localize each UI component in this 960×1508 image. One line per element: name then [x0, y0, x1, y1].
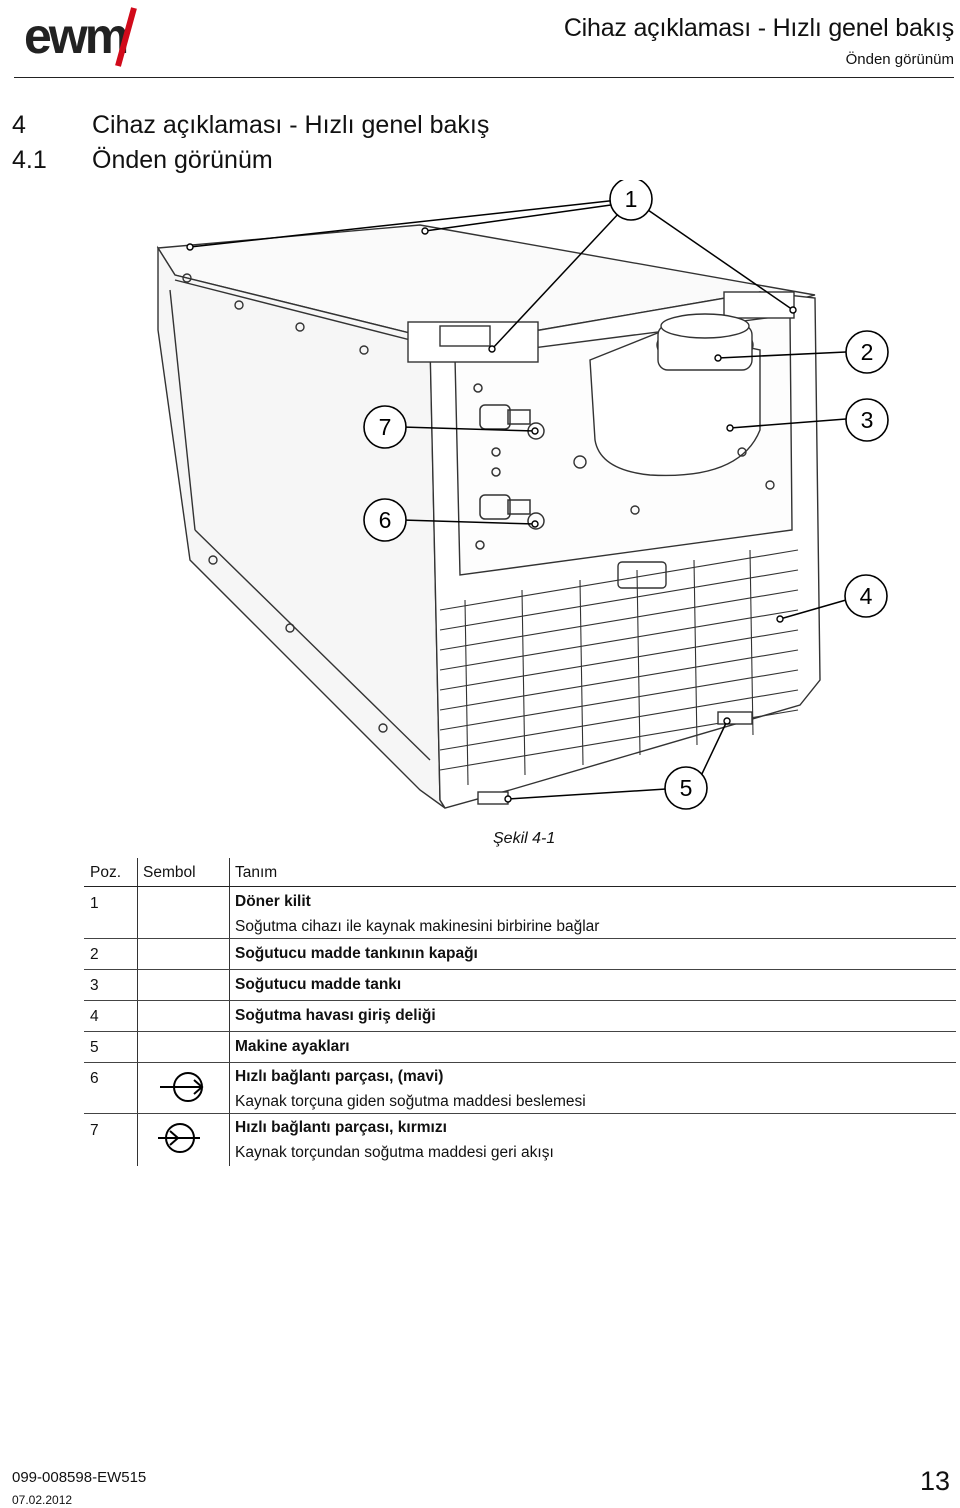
- figure-caption: Şekil 4-1: [493, 830, 556, 847]
- row-title: Hızlı bağlantı parçası, kırmızı: [235, 1119, 447, 1136]
- chapter-title: Cihaz açıklaması - Hızlı genel bakış: [92, 111, 490, 139]
- table-row: 1 Döner kilit Soğutma cihazı ile kaynak …: [84, 887, 956, 939]
- subsection-number: 4.1: [12, 146, 47, 174]
- chapter-heading: 4 Cihaz açıklaması - Hızlı genel bakış: [12, 111, 489, 140]
- header-symbol: Sembol: [143, 864, 196, 881]
- row-title: Soğutma havası giriş deliği: [235, 1007, 436, 1024]
- header-divider: [14, 77, 954, 78]
- callout-3: 3: [861, 407, 874, 433]
- callout-1: 1: [625, 186, 638, 212]
- row-poz: 2: [90, 946, 99, 963]
- table-row: 7 Hızlı bağlantı parçası, kırmızı Kaynak…: [84, 1114, 956, 1166]
- svg-text:ewm: ewm: [24, 8, 127, 64]
- row-poz: 7: [90, 1122, 99, 1139]
- header-poz: Poz.: [90, 864, 122, 881]
- ewm-logo: ewm: [24, 7, 137, 67]
- coolant-return-icon: [158, 1123, 200, 1153]
- row-title: Hızlı bağlantı parçası, (mavi): [235, 1068, 444, 1085]
- row-poz: 1: [90, 895, 99, 912]
- header-subtitle: Önden görünüm: [845, 51, 954, 68]
- document-date: 07.02.2012: [12, 1493, 73, 1507]
- callout-4: 4: [860, 583, 873, 609]
- row-poz: 5: [90, 1039, 99, 1056]
- device-front-view-illustration: 1 2 3 4 5 7 6: [156, 180, 889, 810]
- callout-7: 7: [379, 414, 392, 440]
- row-title: Soğutucu madde tankı: [235, 976, 402, 993]
- callout-2: 2: [861, 339, 874, 365]
- row-poz: 6: [90, 1070, 99, 1087]
- row-title: Makine ayakları: [235, 1038, 350, 1055]
- subsection-title: Önden görünüm: [92, 146, 273, 174]
- subsection-heading: 4.1 Önden görünüm: [12, 146, 273, 175]
- table-row: 6 Hızlı bağlantı parçası, (mavi) Kaynak …: [84, 1063, 956, 1114]
- legend-table: Poz. Sembol Tanım 1 Döner kilit Soğutma …: [84, 858, 956, 1166]
- row-poz: 3: [90, 977, 99, 994]
- coolant-outlet-icon: [160, 1072, 204, 1102]
- page-number: 13: [919, 1466, 950, 1496]
- callout-6: 6: [379, 507, 392, 533]
- row-title: Döner kilit: [235, 893, 311, 910]
- row-detail: Kaynak torçundan soğutma maddesi geri ak…: [235, 1144, 554, 1161]
- chapter-number: 4: [12, 111, 26, 139]
- header-description: Tanım: [235, 864, 278, 881]
- row-detail: Kaynak torçuna giden soğutma maddesi bes…: [235, 1093, 586, 1110]
- column-divider: [229, 858, 230, 1166]
- header-title: Cihaz açıklaması - Hızlı genel bakış: [563, 14, 954, 42]
- legend-header-row: Poz. Sembol Tanım: [84, 858, 956, 887]
- row-detail: Soğutma cihazı ile kaynak makinesini bir…: [235, 918, 600, 935]
- table-row: 5 Makine ayakları: [84, 1032, 956, 1063]
- table-row: 4 Soğutma havası giriş deliği: [84, 1001, 956, 1032]
- table-row: 3 Soğutucu madde tankı: [84, 970, 956, 1001]
- document-code: 099-008598-EW515: [12, 1469, 147, 1486]
- row-title: Soğutucu madde tankının kapağı: [235, 945, 478, 962]
- table-row: 2 Soğutucu madde tankının kapağı: [84, 939, 956, 970]
- row-poz: 4: [90, 1008, 99, 1025]
- column-divider: [137, 858, 138, 1166]
- callout-5: 5: [680, 775, 693, 801]
